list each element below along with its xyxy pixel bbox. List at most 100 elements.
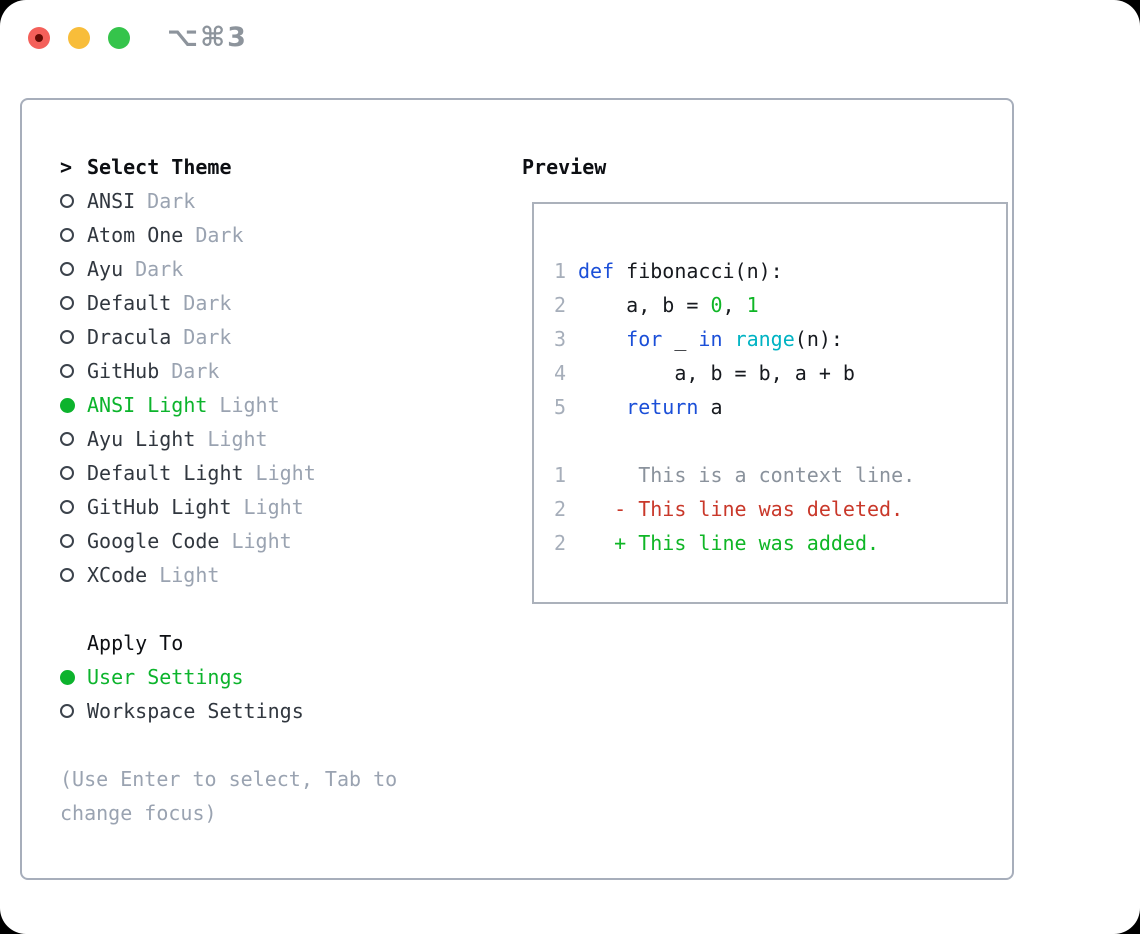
theme-name: XCode (87, 563, 148, 587)
code-text (566, 424, 578, 458)
theme-name: Dracula (87, 325, 172, 349)
radio-icon (60, 466, 74, 480)
hint-line-2: change focus) (60, 801, 217, 825)
code-line (540, 424, 1006, 458)
code-line: 3 for _ in range(n): (540, 322, 1006, 356)
theme-name: Ayu (87, 257, 124, 281)
radio-selected-icon (60, 669, 75, 685)
radio-selected-icon (60, 397, 75, 413)
radio-icon (60, 568, 74, 582)
window-title: ⌥⌘3 (167, 22, 248, 53)
theme-variant: Dark (183, 291, 232, 315)
radio-icon (60, 194, 74, 208)
apply-to-option[interactable]: User Settings (60, 660, 494, 694)
theme-variant: Light (243, 495, 304, 519)
code-text: for _ in range(n): (626, 327, 843, 351)
theme-name: GitHub (87, 359, 160, 383)
theme-option[interactable]: ANSI Dark (60, 184, 494, 218)
radio-icon (60, 330, 74, 344)
code-line: 1 This is a context line. (540, 458, 1006, 492)
theme-option[interactable]: GitHub Light Light (60, 490, 494, 524)
apply-to-label: Workspace Settings (87, 699, 304, 723)
radio-icon (60, 500, 74, 514)
radio-icon (60, 228, 74, 242)
code-text: def fibonacci(n): (578, 259, 783, 283)
hint-line-1: (Use Enter to select, Tab to (60, 767, 398, 791)
code-line: 2 - This line was deleted. (540, 492, 1006, 526)
theme-variant: Dark (183, 325, 232, 349)
code-text: return a (626, 395, 723, 419)
theme-variant: Dark (195, 223, 244, 247)
theme-variant: Dark (135, 257, 184, 281)
title-bar: ⌥⌘3 (0, 0, 1140, 78)
code-text: - This line was deleted. (578, 497, 904, 521)
code-line: 5 return a (540, 390, 1006, 424)
spacer (60, 728, 494, 762)
close-dot-icon (35, 34, 43, 42)
minimize-button[interactable] (68, 27, 90, 49)
line-number: 2 (553, 293, 566, 317)
select-theme-header-row: > Select Theme (60, 150, 494, 184)
code-text: a, b = 0, 1 (578, 293, 759, 317)
preview-title: Preview (522, 155, 607, 179)
code-line: 4 a, b = b, a + b (540, 356, 1006, 390)
theme-variant: Dark (171, 359, 220, 383)
zoom-button[interactable] (108, 27, 130, 49)
code-text: + This line was added. (578, 531, 880, 555)
theme-variant: Light (231, 529, 292, 553)
theme-option[interactable]: Default Light Light (60, 456, 494, 490)
theme-name: Google Code (87, 529, 220, 553)
theme-name: ANSI (87, 189, 136, 213)
theme-name: Default (87, 291, 172, 315)
theme-name: Atom One (87, 223, 184, 247)
close-button[interactable] (28, 27, 50, 49)
theme-variant: Light (219, 393, 280, 417)
theme-variant: Dark (147, 189, 196, 213)
theme-variant: Light (207, 427, 268, 451)
code-line: 2 a, b = 0, 1 (540, 288, 1006, 322)
keyboard-hint: (Use Enter to select, Tab to change focu… (60, 762, 494, 830)
radio-icon (60, 364, 74, 378)
theme-option[interactable]: Ayu Light Light (60, 422, 494, 456)
code-line: 2 + This line was added. (540, 526, 1006, 560)
theme-variant: Light (255, 461, 316, 485)
theme-variant: Light (159, 563, 220, 587)
line-number: 2 (553, 531, 566, 555)
theme-name: Default Light (87, 461, 244, 485)
radio-icon (60, 534, 74, 548)
line-number (540, 424, 566, 458)
radio-icon (60, 704, 74, 718)
theme-option[interactable]: XCode Light (60, 558, 494, 592)
radio-icon (60, 296, 74, 310)
theme-option[interactable]: Ayu Dark (60, 252, 494, 286)
theme-option[interactable]: Dracula Dark (60, 320, 494, 354)
theme-option[interactable]: GitHub Dark (60, 354, 494, 388)
theme-option[interactable]: Default Dark (60, 286, 494, 320)
apply-to-header-row: Apply To (60, 626, 494, 660)
line-number: 4 (553, 361, 566, 385)
theme-option[interactable]: Google Code Light (60, 524, 494, 558)
spacer (60, 592, 494, 626)
theme-name: GitHub Light (87, 495, 232, 519)
code-text: This is a context line. (578, 463, 916, 487)
line-number: 1 (553, 463, 566, 487)
select-theme-title: Select Theme (87, 155, 232, 179)
line-number: 3 (553, 327, 566, 351)
apply-to-option[interactable]: Workspace Settings (60, 694, 494, 728)
theme-option[interactable]: Atom One Dark (60, 218, 494, 252)
theme-name: Ayu Light (87, 427, 196, 451)
apply-to-label: User Settings (87, 665, 244, 689)
line-number: 2 (553, 497, 566, 521)
apply-to-title: Apply To (87, 631, 184, 655)
code-text: a, b = b, a + b (578, 361, 855, 385)
radio-icon (60, 432, 74, 446)
